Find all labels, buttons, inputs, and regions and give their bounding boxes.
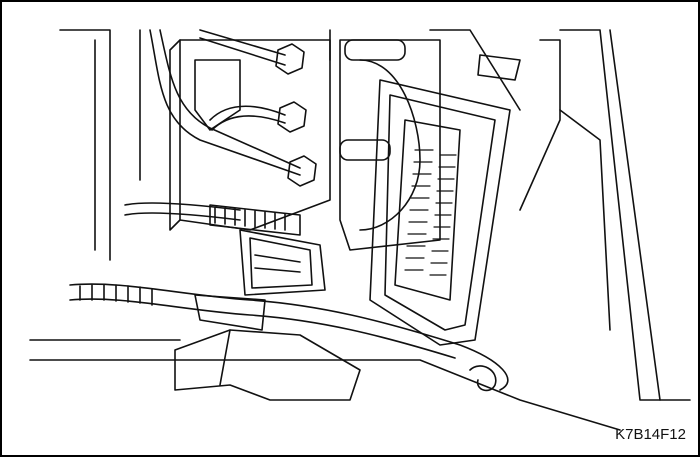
abs-connector [369, 29, 561, 346]
brake-line-fittings [275, 39, 406, 187]
figure-code: K7B14F12 [615, 426, 686, 443]
small-connector [239, 229, 326, 296]
mounting-bracket [174, 329, 497, 401]
background-structure [29, 29, 691, 431]
wiring-harness [69, 283, 509, 391]
